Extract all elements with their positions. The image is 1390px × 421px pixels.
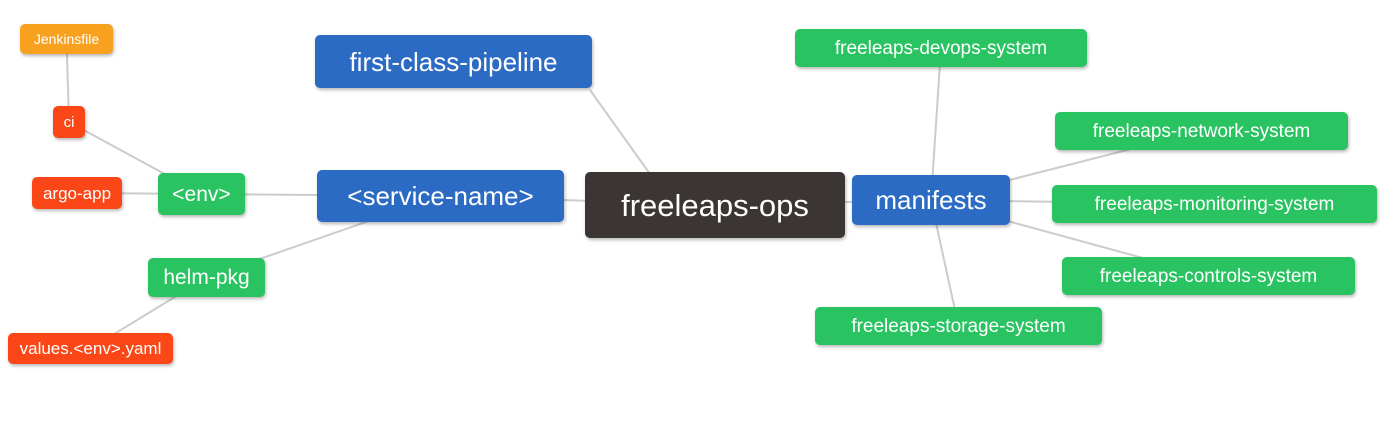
node-service[interactable]: <service-name> [317, 170, 564, 222]
node-devops[interactable]: freeleaps-devops-system [795, 29, 1087, 67]
node-controls[interactable]: freeleaps-controls-system [1062, 257, 1355, 295]
node-env[interactable]: <env> [158, 173, 245, 215]
node-pipeline[interactable]: first-class-pipeline [315, 35, 592, 88]
node-values[interactable]: values.<env>.yaml [8, 333, 173, 364]
node-ci[interactable]: ci [53, 106, 85, 138]
edge-pipeline-to-ops [589, 89, 651, 175]
node-network[interactable]: freeleaps-network-system [1055, 112, 1348, 150]
node-storage[interactable]: freeleaps-storage-system [815, 307, 1102, 345]
node-argo-app[interactable]: argo-app [32, 177, 122, 209]
node-monitoring[interactable]: freeleaps-monitoring-system [1052, 185, 1377, 223]
node-jenkinsfile[interactable]: Jenkinsfile [20, 24, 113, 54]
node-manifests[interactable]: manifests [852, 175, 1010, 225]
node-ops[interactable]: freeleaps-ops [585, 172, 845, 238]
edge-manifests-to-devops [930, 47, 942, 201]
node-helm-pkg[interactable]: helm-pkg [148, 258, 265, 297]
